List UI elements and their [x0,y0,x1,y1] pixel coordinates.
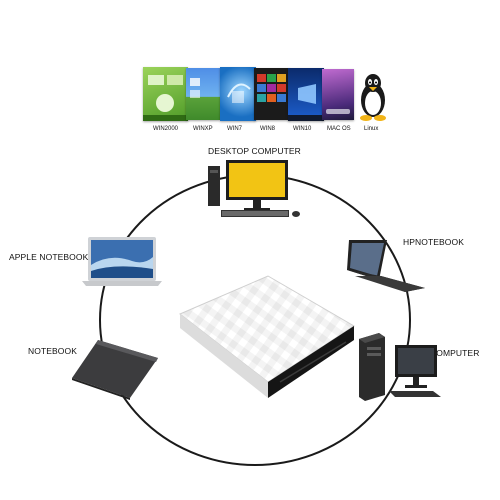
label-notebook: NOTEBOOK [28,346,77,356]
win8-tiles-image [257,74,286,102]
label-computer: COMPUTER [430,348,480,358]
os-screen-win7 [220,67,256,121]
label-apple-notebook: APPLE NOTEBOOK [9,252,89,262]
os-screen-win10 [288,68,324,121]
linux-penguin-icon [360,74,386,121]
os-screen-winxp [186,68,220,120]
os-label-win7: WIN7 [227,126,242,132]
os-label-linux: Linux [364,126,379,132]
apple-notebook-icon [82,237,162,286]
os-label-macos: MAC OS [327,126,351,132]
macos-screen-image [326,109,350,114]
label-desktop-computer: DESKTOP COMPUTER [208,146,301,156]
desktop-computer-icon [208,160,300,217]
label-hp-notebook: HPNOTEBOOK [403,237,464,247]
hp-notebook-icon [347,240,425,292]
external-optical-drive [179,275,355,398]
win7-screen-image [227,83,251,103]
os-screen-win2000 [143,67,188,121]
winxp-screen-image [190,78,200,98]
os-label-win8: WIN8 [260,126,275,132]
os-label-win10: WIN10 [293,126,312,132]
win10-screen-image [288,84,324,121]
win2000-screen-image [143,75,188,121]
notebook-icon [72,340,158,400]
computer-icon [359,333,441,401]
os-label-win2000: WIN2000 [153,126,179,132]
os-screen-win8 [254,68,290,120]
os-label-winxp: WINXP [193,126,213,132]
os-screen-macos [322,69,354,120]
